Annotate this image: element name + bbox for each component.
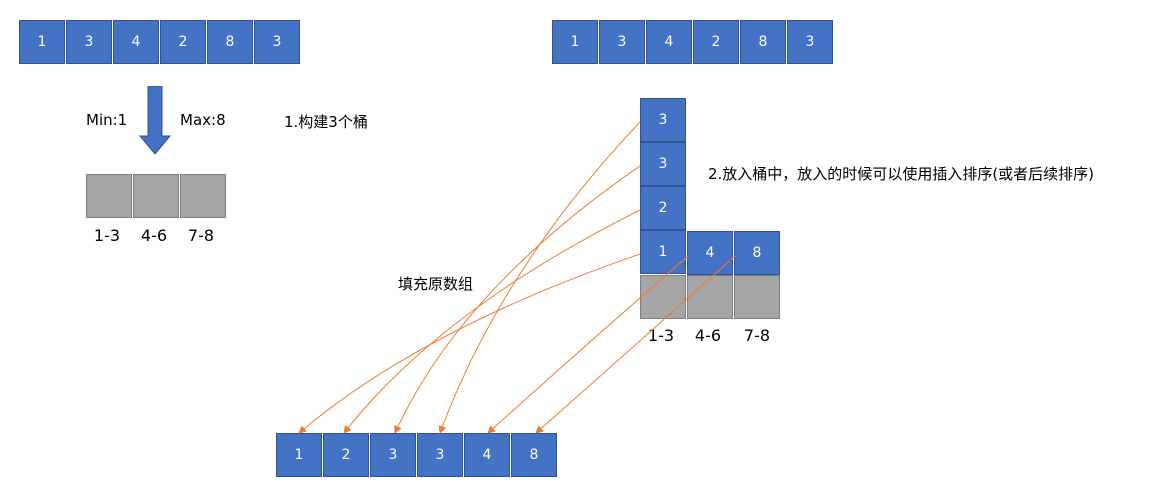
fill-label: 填充原数组 — [398, 275, 474, 293]
arrow-6 — [535, 255, 736, 434]
bucket-range-label: 7-8 — [187, 226, 215, 245]
array-cell: 3 — [787, 20, 833, 64]
bucket-range-label: 7-8 — [743, 326, 771, 345]
array-cell: 4 — [464, 433, 510, 477]
step1-label: 1.构建3个桶 — [284, 113, 368, 131]
min-label: Min:1 — [86, 111, 128, 129]
bucket-item: 2 — [640, 186, 686, 230]
bucket-range-label: 1-3 — [647, 326, 675, 345]
bucket-item: 3 — [640, 142, 686, 186]
array-cell: 3 — [254, 20, 300, 64]
array-cell: 3 — [599, 20, 645, 64]
arrow-3 — [394, 165, 641, 434]
bucket-item: 8 — [734, 231, 780, 275]
arrow-2 — [343, 209, 641, 434]
bucket-cell — [133, 174, 179, 218]
bucket-range-label: 4-6 — [140, 226, 168, 245]
array-cell: 3 — [66, 20, 112, 64]
array-cell: 2 — [693, 20, 739, 64]
array-cell: 4 — [646, 20, 692, 64]
array-cell: 2 — [160, 20, 206, 64]
bucket-item: 1 — [640, 230, 686, 274]
array-cell: 3 — [370, 433, 416, 477]
down-arrow-icon — [138, 86, 172, 155]
arrow-5 — [487, 255, 689, 434]
array-cell: 1 — [19, 20, 65, 64]
bucket-range-label: 1-3 — [93, 226, 121, 245]
array-cell: 1 — [552, 20, 598, 64]
array-cell: 3 — [417, 433, 463, 477]
bucket-cell — [687, 275, 733, 319]
array-cell: 4 — [113, 20, 159, 64]
bucket-item: 3 — [640, 98, 686, 142]
bucket-cell — [180, 174, 226, 218]
step2-label: 2.放入桶中，放入的时候可以使用插入排序(或者后续排序) — [708, 165, 1095, 183]
array-cell: 8 — [740, 20, 786, 64]
array-cell: 2 — [323, 433, 369, 477]
bucket-cell — [734, 275, 780, 319]
max-label: Max:8 — [180, 111, 226, 129]
array-cell: 8 — [207, 20, 253, 64]
bucket-range-label: 4-6 — [694, 326, 722, 345]
arrow-1 — [298, 253, 641, 434]
bucket-cell — [86, 174, 132, 218]
arrow-4 — [438, 121, 641, 434]
bucket-cell — [640, 275, 686, 319]
array-cell: 1 — [276, 433, 322, 477]
bucket-item: 4 — [687, 231, 733, 275]
array-cell: 8 — [511, 433, 557, 477]
